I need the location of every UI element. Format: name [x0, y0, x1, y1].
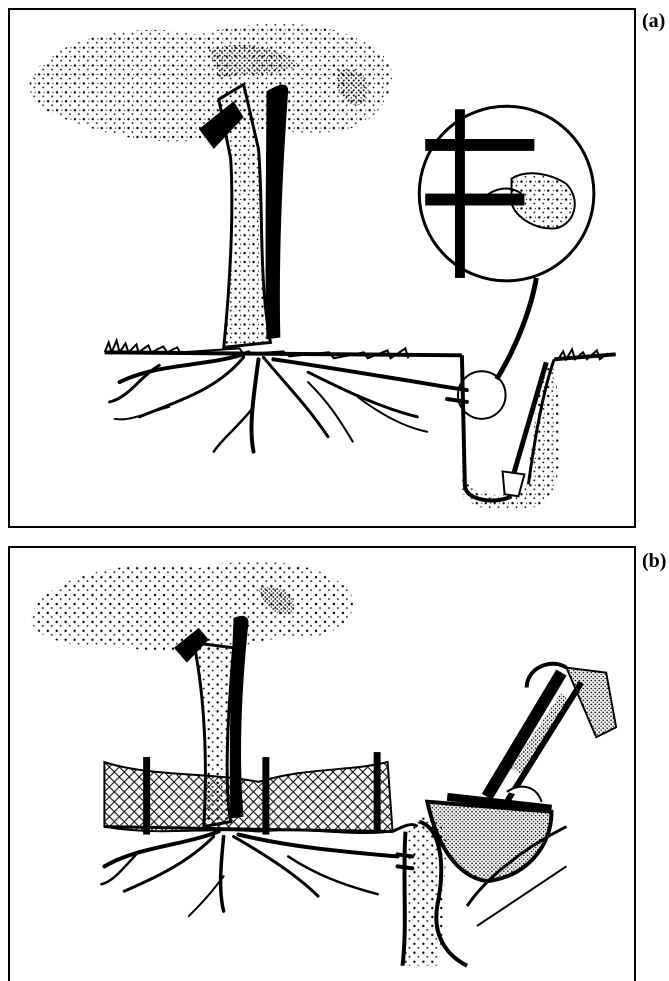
protective-fence [104, 752, 392, 834]
excavator-bucket [427, 802, 551, 881]
tree-roots [110, 352, 467, 451]
tree-excavator-illustration [10, 548, 634, 981]
ground-line [105, 340, 616, 359]
illustration-panel-b [8, 546, 636, 981]
excavator [427, 664, 616, 882]
trench [462, 355, 560, 511]
tree-roots [101, 832, 412, 916]
tree-trench-illustration [10, 10, 634, 526]
panel-label-a: (a) [642, 10, 665, 33]
magnified-root-detail [419, 106, 594, 281]
tree-trunk [199, 84, 288, 347]
panel-label-b: (b) [642, 550, 666, 573]
illustration-panel-a [8, 8, 636, 528]
detail-connector [497, 278, 537, 379]
